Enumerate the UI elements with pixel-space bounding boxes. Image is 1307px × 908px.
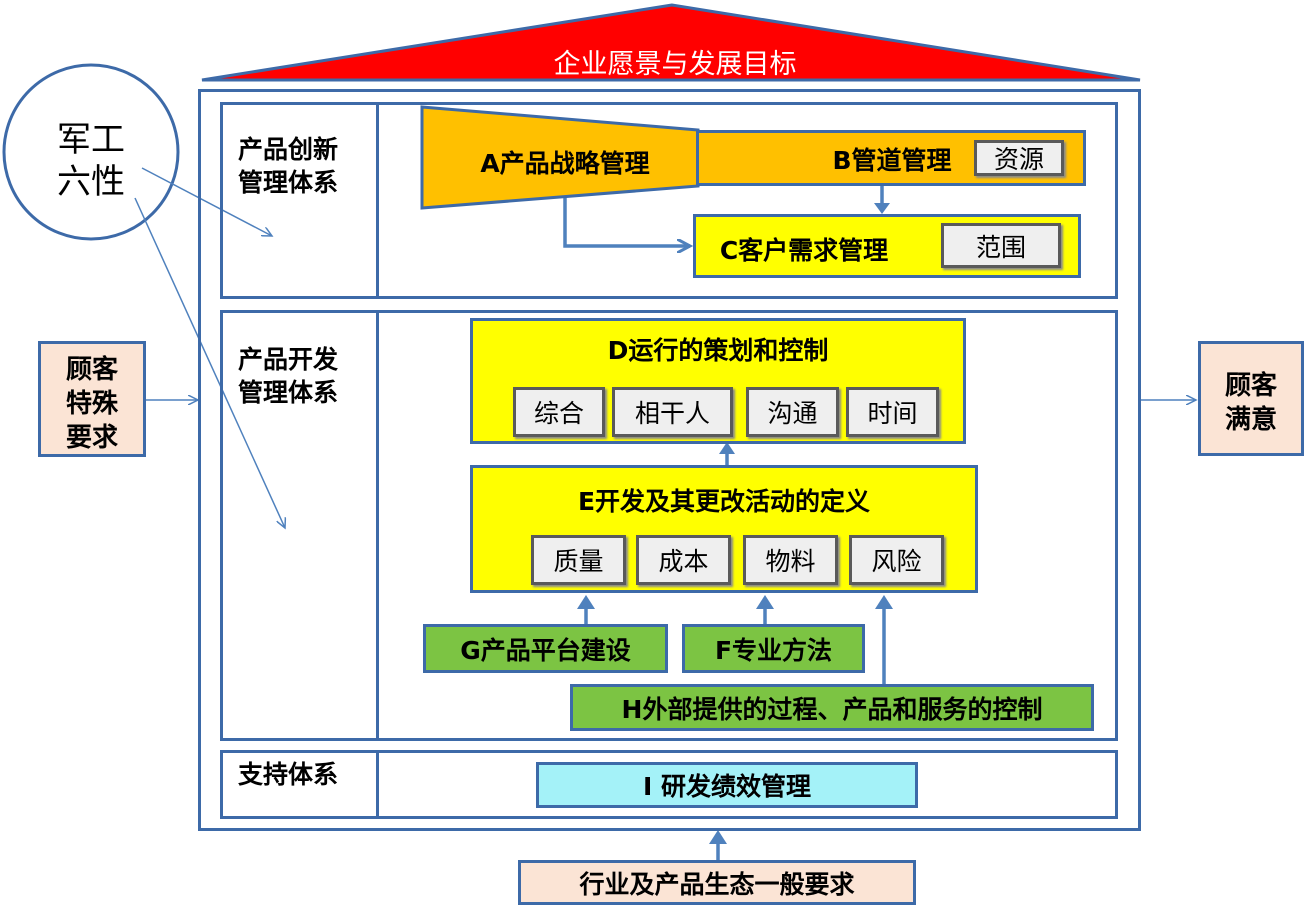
circle-text-line1: 军工	[57, 119, 125, 160]
circle-to-development-arrow	[134, 197, 285, 528]
development-title-line1: 产品开发	[238, 345, 339, 374]
f-to-e-arrowhead	[756, 595, 774, 609]
node-e-tag-material: 物料	[743, 535, 838, 585]
development-section	[220, 310, 1118, 741]
development-title-line2: 管理体系	[238, 378, 339, 407]
innovation-divider	[376, 102, 379, 299]
support-divider	[376, 750, 379, 819]
node-c-label: C客户需求管理	[719, 236, 889, 265]
node-e-tag-quality: 质量	[531, 535, 626, 585]
node-b-tag-resource: 资源	[974, 140, 1064, 176]
bottom-input-arrowhead	[709, 830, 727, 844]
node-e-label: E开发及其更改活动的定义	[577, 487, 871, 516]
node-c-tag-scope: 范围	[941, 223, 1061, 268]
roof-title: 企业愿景与发展目标	[553, 48, 797, 80]
innovation-title-line1: 产品创新	[238, 135, 339, 164]
node-i: I 研发绩效管理	[536, 762, 918, 808]
customer-satisfaction-box: 顾客 满意	[1198, 341, 1304, 456]
node-d-tag-stakeholder: 相干人	[612, 387, 733, 437]
development-divider	[376, 310, 379, 741]
node-f: F专业方法	[682, 624, 865, 673]
node-g: G产品平台建设	[423, 624, 668, 673]
circle-to-innovation-arrow	[141, 167, 272, 236]
node-d-tag-time: 时间	[846, 387, 939, 437]
node-c: C客户需求管理 范围	[693, 214, 1081, 278]
node-e: E开发及其更改活动的定义 质量 成本 物料 风险	[470, 465, 978, 593]
node-b-label: B管道管理	[832, 146, 952, 175]
h-to-e-arrowhead	[875, 595, 893, 609]
six-properties-circle	[2, 63, 180, 241]
roof-triangle	[201, 3, 1141, 82]
house-frame	[198, 89, 1141, 831]
left-input-line1: 顾客	[65, 354, 118, 385]
node-d-tag-integration: 综合	[513, 387, 605, 437]
node-d: D运行的策划和控制 综合 相干人 沟通 时间	[470, 318, 966, 444]
node-h: H外部提供的过程、产品和服务的控制	[570, 684, 1094, 731]
innovation-section	[220, 102, 1118, 299]
node-d-label: D运行的策划和控制	[607, 336, 829, 365]
a-to-c-arrow	[563, 196, 690, 246]
support-title: 支持体系	[238, 760, 339, 789]
innovation-title-line2: 管理体系	[238, 168, 339, 197]
node-e-tag-cost: 成本	[636, 535, 731, 585]
node-a-shape	[420, 105, 700, 210]
left-input-line3: 要求	[65, 422, 118, 453]
right-output-line2: 满意	[1224, 404, 1277, 435]
b-to-c-arrowhead	[874, 203, 890, 214]
industry-requirements-box: 行业及产品生态一般要求	[518, 860, 916, 905]
support-section	[220, 750, 1118, 819]
node-e-tag-risk: 风险	[849, 535, 944, 585]
g-to-e-arrowhead	[577, 595, 595, 609]
e-to-d-arrowhead	[719, 442, 735, 454]
customer-special-requirements-box: 顾客 特殊 要求	[38, 341, 146, 457]
left-input-line2: 特殊	[65, 388, 118, 419]
circle-text-line2: 六性	[57, 161, 125, 202]
node-d-tag-communication: 沟通	[746, 387, 839, 437]
node-a-label: A产品战略管理	[480, 149, 650, 178]
node-b: B管道管理 资源	[696, 130, 1086, 186]
right-output-line1: 顾客	[1224, 370, 1277, 401]
